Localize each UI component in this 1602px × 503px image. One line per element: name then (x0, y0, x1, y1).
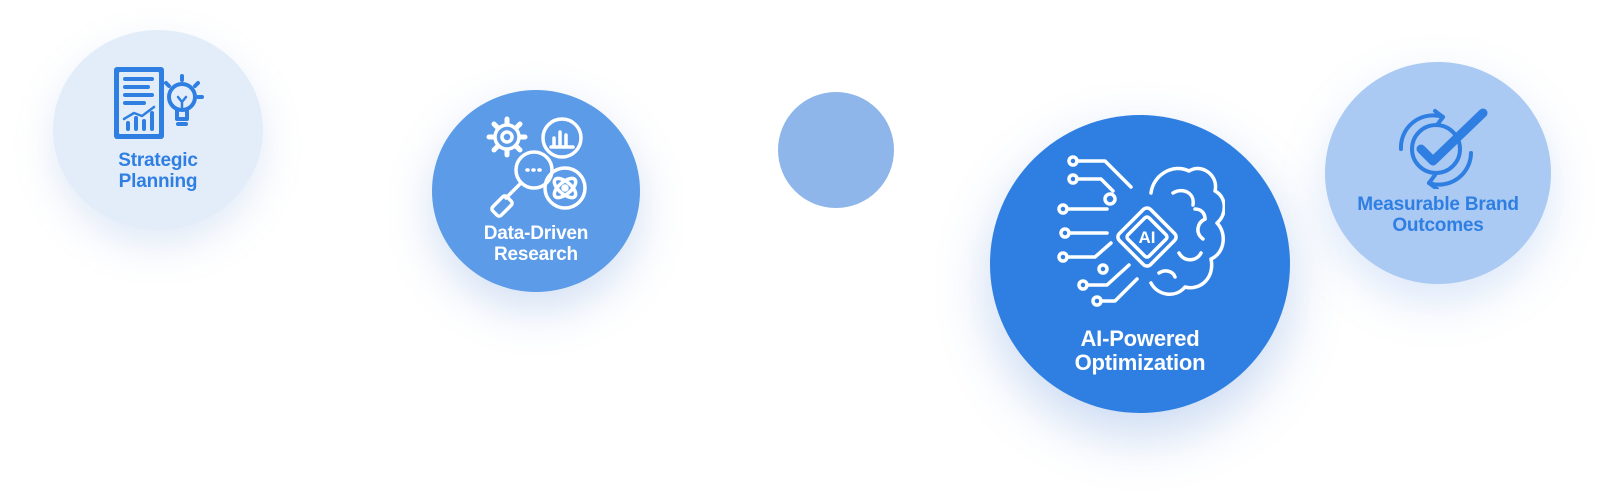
step-label: Measurable Brand Outcomes (1357, 194, 1519, 236)
step-ai-powered-optimization: AI AI-Powered Optimization (990, 115, 1290, 413)
step-connector-dot (778, 92, 894, 208)
svg-text:AI: AI (1139, 228, 1156, 247)
step-label: Strategic Planning (118, 150, 198, 192)
step-data-driven-research: Data-Driven Research (432, 90, 640, 292)
step-label: Data-Driven Research (483, 223, 589, 265)
step-label: AI-Powered Optimization (1074, 326, 1206, 375)
step-measurable-brand-outcomes: Measurable Brand Outcomes (1325, 62, 1551, 284)
check-cycle-icon (1383, 107, 1493, 189)
step-strategic-planning: Strategic Planning (53, 30, 263, 230)
strategy-plan-lightbulb-icon (108, 63, 208, 143)
research-magnifier-icon (481, 112, 591, 218)
ai-brain-chip-icon: AI (1055, 153, 1225, 313)
